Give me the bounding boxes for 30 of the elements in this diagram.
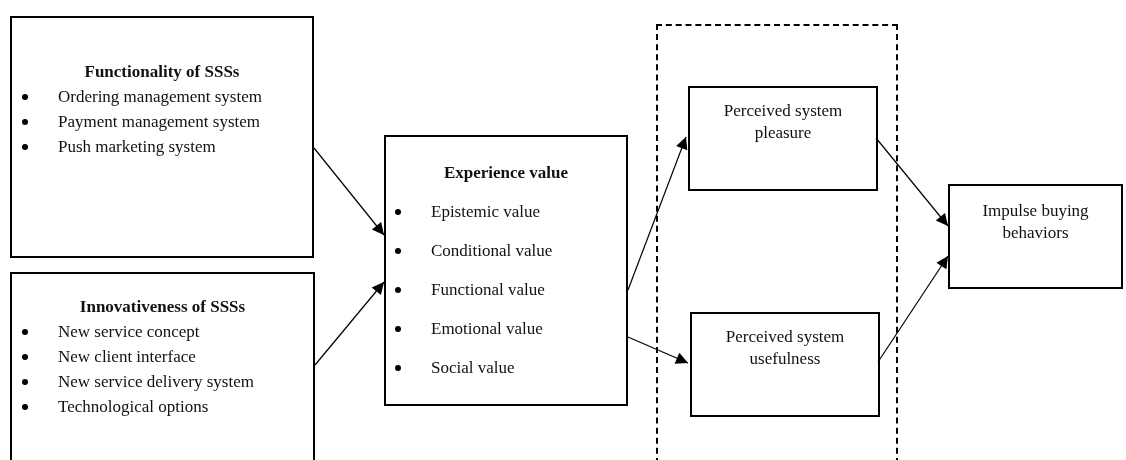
bullet-item: Emotional value [431,318,543,339]
box-label: Perceived system pleasure [722,100,844,144]
box-label: Perceived system usefulness [724,326,846,370]
arrow [627,336,689,364]
bullet-item: New service delivery system [58,371,254,392]
box-heading: Functionality of SSSs [84,62,240,82]
bullet-item: Payment management system [58,111,261,132]
arrow [313,147,385,236]
bullet-item: Social value [431,357,515,378]
box-label: Impulse buying behaviors [981,200,1090,244]
arrow [314,281,385,366]
bullet-item: Technological options [58,396,209,417]
bullet-item: Push marketing system [58,136,216,157]
concept-box [688,86,878,191]
box-heading: Innovativeness of SSSs [79,297,246,317]
dashed-group-box [656,24,898,460]
bullet-item: New service concept [58,321,200,342]
concept-box [690,312,880,417]
concept-box [384,135,628,406]
bullet-item: Functional value [431,279,545,300]
arrow [875,137,949,227]
concept-box [10,16,314,258]
bullet-item: Epistemic value [431,201,541,222]
concept-box [948,184,1123,289]
box-heading: Experience value [443,163,569,183]
bullet-item: New client interface [58,346,196,367]
concept-box [10,272,315,460]
bullet-item: Conditional value [431,240,553,261]
arrow [627,136,688,291]
bullet-item: Ordering management system [58,86,262,107]
